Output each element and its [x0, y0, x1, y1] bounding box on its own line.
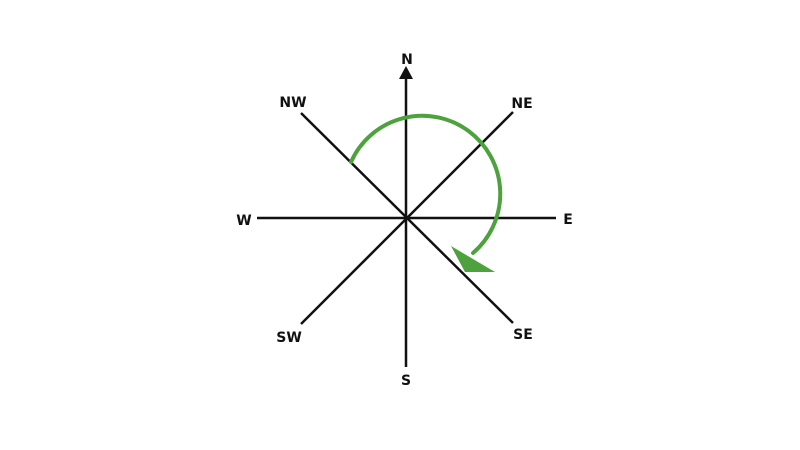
label-west: W — [236, 213, 251, 229]
clockwise-rotation-arc — [349, 113, 503, 255]
label-southeast: SE — [513, 327, 533, 343]
label-northwest: NW — [279, 95, 306, 111]
label-southwest: SW — [276, 330, 302, 346]
label-east: E — [563, 212, 573, 228]
north-arrowhead — [399, 66, 413, 79]
label-northeast: NE — [511, 96, 532, 112]
rotation-arrowhead — [451, 246, 495, 272]
label-south: S — [401, 373, 411, 389]
label-north: N — [401, 52, 413, 68]
axis-northeast-southwest — [300, 111, 514, 325]
